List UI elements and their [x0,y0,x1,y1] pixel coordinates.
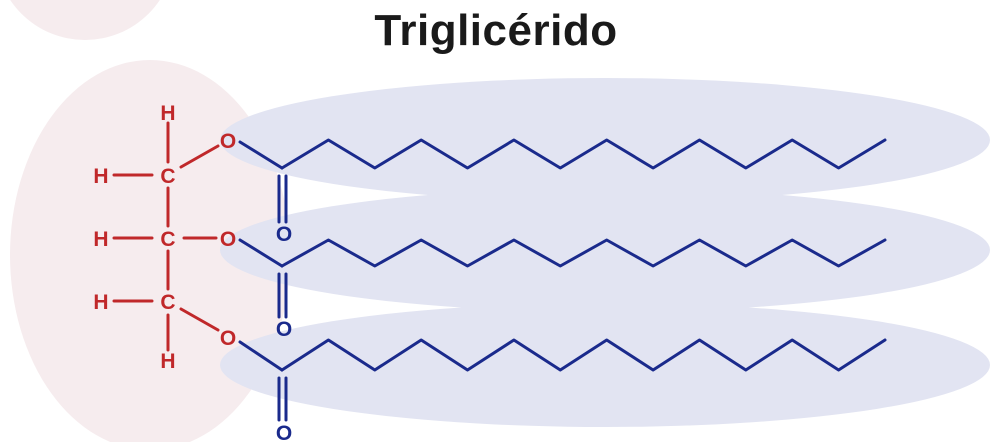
diagram-title: Triglicérido [374,6,618,55]
bond-o1-carbonyl [238,140,284,170]
atom-h-top: H [160,102,175,125]
fatty-acid-chain-2 [280,238,887,268]
corner-decoration [10,0,160,40]
atom-carbonyl-o1: O [276,223,292,246]
atom-h-left-2: H [93,228,108,251]
fatty-acid-bonds [238,140,288,422]
atom-c3: C [160,291,175,314]
fatty-acid-chain-1 [280,138,887,170]
atom-o1: O [220,130,236,153]
bond-c1-o1 [179,144,220,169]
fatty-acid-chains [280,138,887,372]
atom-h-left-1: H [93,165,108,188]
glycerol-highlight [10,60,290,442]
atom-o3: O [220,327,236,350]
atom-c2: C [160,228,175,251]
atom-c1: C [160,165,175,188]
fatty-acid-2-highlight [220,188,990,312]
atom-h-bottom: H [160,350,175,373]
atom-carbonyl-o3: O [276,422,292,442]
fatty-acid-3-highlight [220,303,990,427]
bond-o3-carbonyl [238,340,284,372]
bond-o2-carbonyl [238,238,284,268]
atom-h-left-3: H [93,291,108,314]
atom-carbonyl-o2: O [276,318,292,341]
atom-o2: O [220,228,236,251]
glycerol-bonds [112,121,220,352]
fatty-acid-chain-3 [280,338,887,372]
bond-c3-o3 [179,307,220,332]
